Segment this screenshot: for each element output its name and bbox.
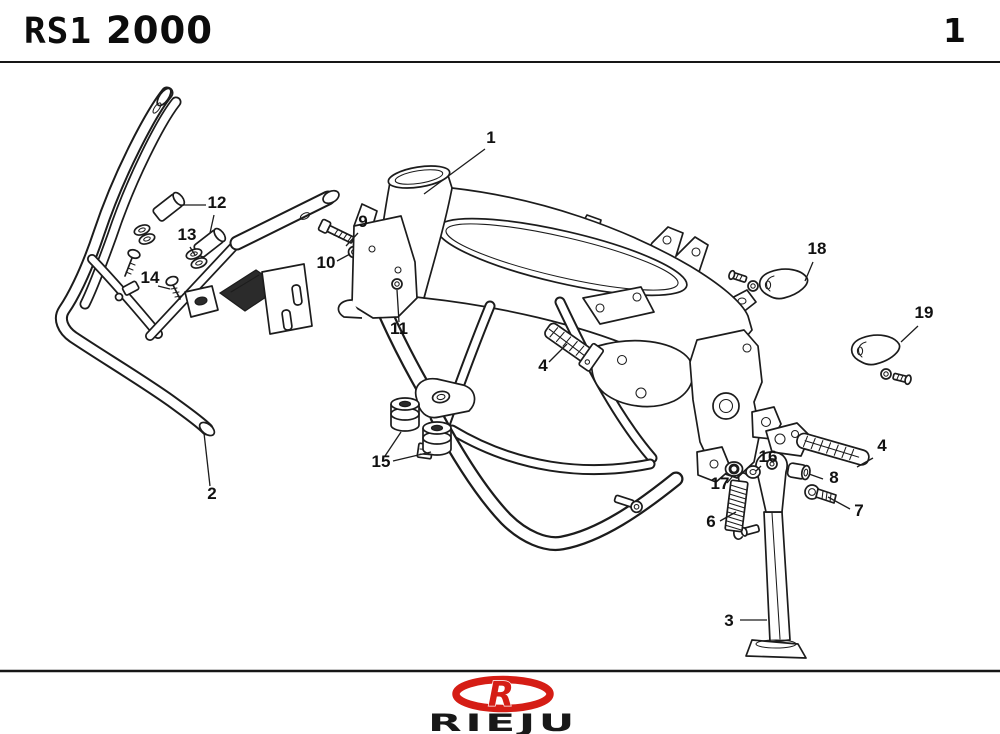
callout-label-17: 17 [711, 474, 730, 493]
callout-leader-12 [209, 214, 215, 234]
callout-label-4: 4 [877, 436, 887, 455]
callout-label-16: 16 [759, 447, 778, 466]
bushing [390, 397, 420, 432]
callout-leader-13 [189, 246, 196, 256]
brand-wordmark: RIEJU [428, 709, 578, 734]
callout-label-1: 1 [486, 128, 495, 147]
nut-11 [391, 278, 403, 290]
callout-label-3: 3 [724, 611, 733, 630]
callout-leader-4 [856, 457, 874, 468]
callout-leader-8 [808, 473, 824, 480]
brand-logo: R RIEJU [428, 674, 578, 734]
frame-stud [613, 494, 643, 514]
callout-label-19: 19 [915, 303, 934, 322]
callout-label-4: 4 [538, 356, 548, 375]
callout-label-15: 15 [372, 452, 391, 471]
bolt-7 [804, 484, 837, 504]
callout-leader-18 [804, 261, 814, 282]
callout-leader-16 [755, 465, 762, 472]
logo-r-letter: R [488, 675, 514, 715]
callout-label-9: 9 [358, 212, 367, 231]
callout-label-12: 12 [208, 193, 227, 212]
page-header: RS1 2000 1 [0, 0, 1000, 63]
callout-label-10: 10 [317, 253, 336, 272]
callout-label-13: 13 [178, 225, 197, 244]
logo-oval [452, 675, 554, 713]
callout-leader-15 [392, 451, 432, 462]
callout-leader-19 [900, 325, 919, 343]
callout-leader-11 [396, 289, 400, 323]
callout-leader-1 [423, 148, 486, 195]
rubber-bushings-15 [390, 397, 452, 456]
washer [190, 257, 208, 269]
side-stand [740, 451, 807, 659]
washer [138, 233, 156, 245]
page-title: RS1 2000 [24, 9, 213, 52]
slider-18 [728, 268, 809, 300]
callout-leader-9 [345, 232, 359, 247]
callout-leader-10 [336, 253, 351, 262]
callout-leader-17 [726, 476, 733, 484]
front-subframe [54, 86, 340, 437]
model-year: 2000 [106, 9, 214, 52]
footpeg-rear [765, 422, 870, 466]
stand-fixings [724, 461, 837, 504]
callout-label-14: 14 [141, 268, 160, 287]
washer [133, 224, 151, 236]
spacer-8 [786, 462, 811, 481]
callout-label-8: 8 [829, 468, 838, 487]
main-frame [337, 165, 782, 552]
callout-leader-15 [384, 431, 402, 457]
washer-16 [745, 465, 761, 479]
callout-label-18: 18 [808, 239, 827, 258]
bushing [422, 421, 452, 456]
stand-pin [740, 524, 760, 537]
callout-leader-4 [548, 343, 568, 363]
callout-leader-7 [827, 496, 851, 510]
callout-label-6: 6 [706, 512, 715, 531]
screw [124, 248, 141, 277]
callout-label-2: 2 [207, 484, 216, 503]
callout-leader-6 [719, 511, 737, 522]
callout-label-7: 7 [854, 501, 863, 520]
callout-leader-14 [157, 285, 171, 290]
callout-leader-2 [203, 432, 211, 487]
bolt-14 [165, 275, 182, 300]
footpeg-front [544, 322, 605, 372]
slider-19 [850, 334, 912, 386]
model-name: RS1 [24, 11, 93, 52]
callout-label-11: 11 [390, 319, 408, 338]
rubber-sleeve-12a [152, 191, 186, 222]
page-number: 1 [943, 11, 966, 50]
